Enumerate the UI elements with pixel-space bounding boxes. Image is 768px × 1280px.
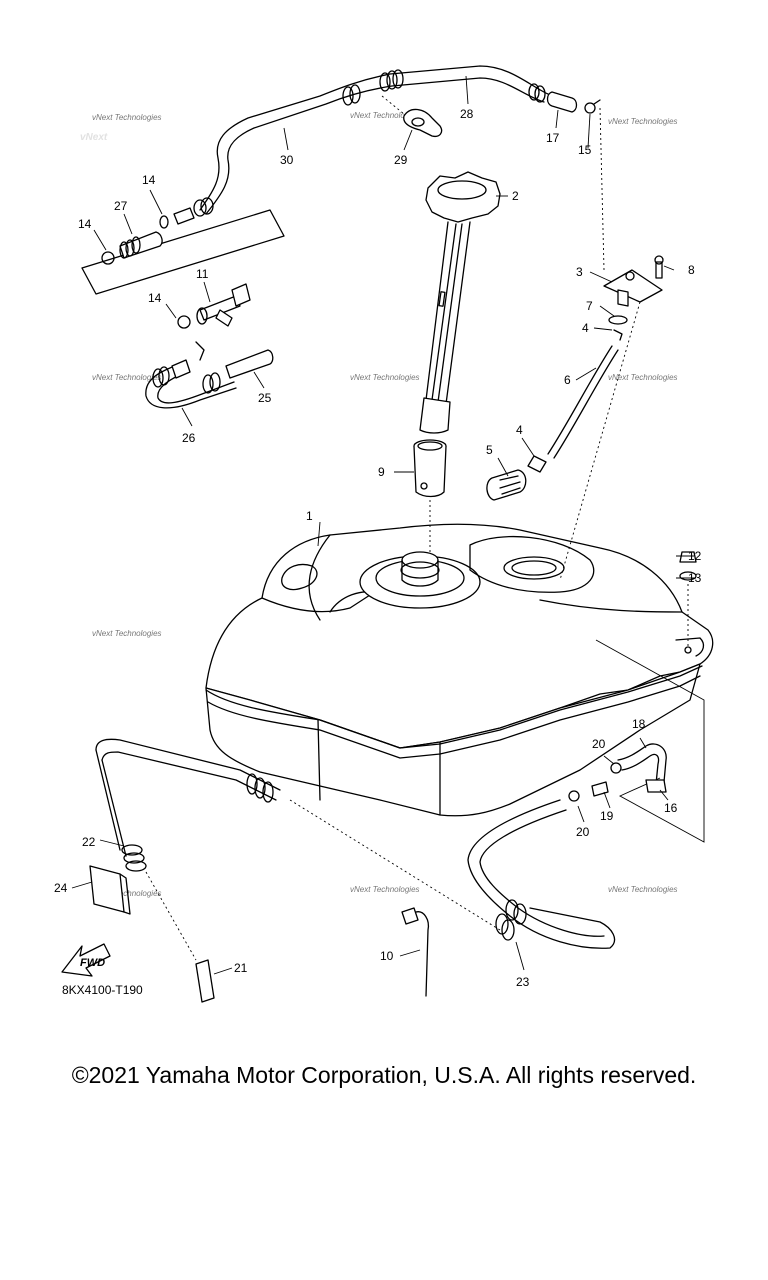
callout-24: 24 [54, 881, 68, 895]
callout-19: 19 [600, 809, 614, 823]
callout-23: 23 [516, 975, 530, 989]
cable-tie-part [401, 907, 430, 997]
callout-10: 10 [380, 949, 394, 963]
watermark: vNext Technologies [350, 885, 420, 894]
callout-20: 20 [592, 737, 606, 751]
watermark: vNext Technologies [92, 889, 162, 898]
callout-22: 22 [82, 835, 96, 849]
callout-8: 8 [688, 263, 695, 277]
callout-2: 2 [512, 189, 519, 203]
callout-12: 12 [688, 549, 702, 563]
callout-5: 5 [486, 443, 493, 457]
watermark: vNext Technologies [608, 885, 678, 894]
fuel-line-parts [486, 255, 664, 581]
fuel-sender-part [419, 171, 501, 434]
callout-7: 7 [586, 299, 593, 313]
callout-26: 26 [182, 431, 196, 445]
watermark: vNext Technologies [92, 113, 162, 122]
watermark: vNext Technologies [92, 629, 162, 638]
leader-lines [71, 75, 696, 975]
watermark: vNext Technologies [350, 111, 420, 120]
callout-3: 3 [576, 265, 583, 279]
pad-part [89, 865, 131, 915]
callout-28: 28 [460, 107, 474, 121]
callout-6: 6 [564, 373, 571, 387]
callout-1: 1 [306, 509, 313, 523]
callout-4: 4 [516, 423, 523, 437]
callout-11: 11 [196, 267, 209, 281]
watermark: vNext Technologies [608, 117, 678, 126]
watermark: vNext Technologies [608, 373, 678, 382]
breather-hose-part [95, 738, 616, 1003]
watermark: vNext Technologies [350, 373, 420, 382]
hose-clip-part [381, 95, 443, 138]
callout-25: 25 [258, 391, 272, 405]
callout-18: 18 [632, 717, 646, 731]
fwd-arrow: FWD [61, 943, 111, 977]
joint-assembly-part [81, 197, 285, 409]
copyright-notice: ©2021 Yamaha Motor Corporation, U.S.A. A… [71, 1062, 697, 1088]
callout-27: 27 [114, 199, 128, 213]
vent-hose-part [199, 65, 605, 271]
callout-20: 20 [576, 825, 590, 839]
callout-30: 30 [280, 153, 294, 167]
callout-14: 14 [78, 217, 92, 231]
callout-4: 4 [582, 321, 589, 335]
strainer-part [413, 439, 447, 552]
callout-17: 17 [546, 131, 560, 145]
callout-14: 14 [148, 291, 162, 305]
callout-29: 29 [394, 153, 408, 167]
callout-21: 21 [234, 961, 248, 975]
diagram-code: 8KX4100-T190 [62, 983, 143, 997]
fuel-tank-parts-diagram: vNext vNext Technologies vNext Technolog… [54, 65, 714, 1003]
callout-13: 13 [688, 571, 702, 585]
callouts: 1 2 3 4 4 5 6 7 8 9 10 11 12 13 14 14 14… [54, 107, 702, 989]
callout-14: 14 [142, 173, 156, 187]
callout-9: 9 [378, 465, 385, 479]
watermark-ghost: vNext [80, 132, 108, 143]
callout-15: 15 [578, 143, 592, 157]
callout-16: 16 [664, 801, 678, 815]
fwd-label: FWD [80, 957, 105, 969]
watermark: vNext Technologies [92, 373, 162, 382]
fuel-tank-part [205, 523, 714, 817]
drain-assembly-part [568, 639, 705, 843]
